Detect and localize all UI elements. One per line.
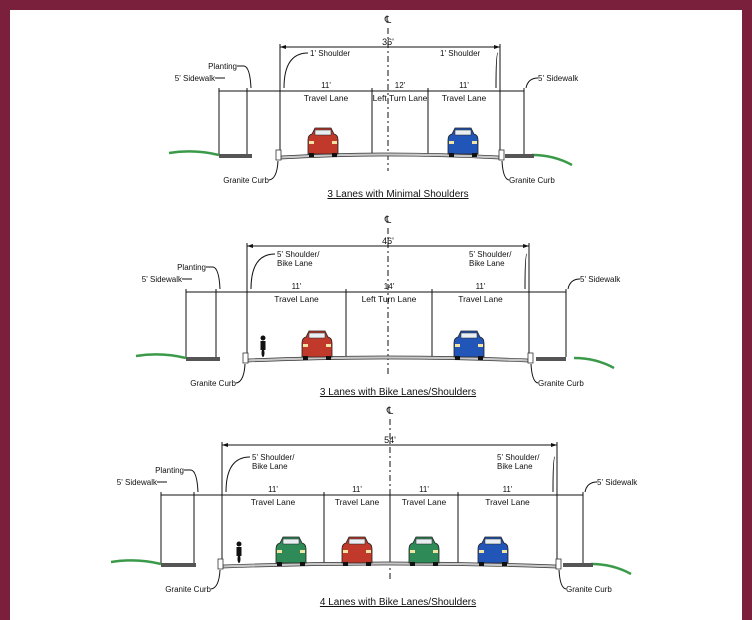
cyclist-icon [236, 541, 242, 563]
lane-label: Travel Lane [274, 294, 319, 304]
sidewalk-right [536, 357, 566, 361]
cyclist-icon [260, 335, 266, 357]
planting-label: Planting [208, 62, 237, 71]
car-blue [477, 536, 509, 566]
lane-label: Left Turn Lane [362, 294, 417, 304]
road-surface [247, 355, 529, 363]
cross-section-3: ℄ 54' 11' Travel Lane 11' Travel Lane 11' Trave… [110, 406, 638, 608]
lane-width-label: 11' [459, 81, 469, 90]
planting-label: Planting [155, 466, 184, 475]
sidewalk-left-label: 5' Sidewalk [175, 74, 216, 83]
total-width-label: 46' [382, 236, 394, 246]
curb-left [242, 352, 249, 364]
curb-left [275, 149, 282, 161]
lane-width-label: 11' [503, 485, 513, 494]
shoulder-left-label: 5' Shoulder/Bike Lane [277, 250, 320, 268]
curb-right [498, 149, 505, 161]
lane-width-label: 14' [384, 282, 395, 291]
car-red [307, 127, 339, 157]
centerline-symbol: ℄ [384, 15, 392, 26]
shoulder-left-label: 5' Shoulder/Bike Lane [252, 453, 295, 471]
sidewalk-left [186, 357, 220, 361]
lane-width-label: 11' [476, 282, 486, 291]
lane-width-label: 11' [419, 485, 429, 494]
lane-label: Travel Lane [458, 294, 503, 304]
grass-left [110, 559, 162, 566]
sidewalk-right [563, 563, 593, 567]
lane-label: Travel Lane [442, 93, 487, 103]
car-blue [453, 330, 485, 360]
cross-section-2: ℄ 46' 11' Travel Lane 14' Left Turn Lane 11' Tr… [135, 215, 621, 398]
grass-left [168, 150, 220, 157]
granite-curb-left-label: Granite Curb [223, 176, 269, 185]
car-red [341, 536, 373, 566]
car-green [275, 536, 307, 566]
section-title: 4 Lanes with Bike Lanes/Shoulders [320, 597, 476, 608]
sidewalk-left [219, 154, 252, 158]
sidewalk-right-label: 5' Sidewalk [580, 275, 621, 284]
grass-right [573, 356, 615, 370]
grass-left [135, 353, 187, 360]
total-width-label: 54' [384, 435, 396, 445]
shoulder-right-label: 5' Shoulder/Bike Lane [497, 453, 540, 471]
car-blue [447, 127, 479, 157]
granite-curb-right-label: Granite Curb [509, 176, 555, 185]
grass-right [531, 153, 573, 167]
planting-label: Planting [177, 263, 206, 272]
granite-curb-right-label: Granite Curb [566, 585, 612, 594]
sidewalk-left-label: 5' Sidewalk [117, 478, 158, 487]
section-title: 3 Lanes with Minimal Shoulders [327, 189, 468, 200]
shoulder-left-label: 1' Shoulder [310, 49, 351, 58]
section-title: 3 Lanes with Bike Lanes/Shoulders [320, 387, 476, 398]
sidewalk-right-label: 5' Sidewalk [597, 478, 638, 487]
shoulder-right-label: 1' Shoulder [440, 49, 481, 58]
total-width-label: 36' [382, 37, 394, 47]
lane-width-label: 11' [268, 485, 278, 494]
centerline-symbol: ℄ [384, 215, 392, 226]
granite-curb-right-label: Granite Curb [538, 379, 584, 388]
cross-section-1: ℄ 36' 11' Travel Lane 12' Left Turn Lane 11' Tr… [168, 15, 579, 200]
lane-width-label: 11' [352, 485, 362, 494]
border-strip [742, 0, 752, 620]
lane-label: Travel Lane [335, 497, 380, 507]
curb-left [217, 558, 224, 570]
lane-width-label: 11' [321, 81, 331, 90]
granite-curb-left-label: Granite Curb [190, 379, 236, 388]
grass-right [590, 562, 632, 576]
lane-label: Left Turn Lane [373, 93, 428, 103]
lane-label: Travel Lane [304, 93, 349, 103]
lane-label: Travel Lane [251, 497, 296, 507]
sidewalk-left-label: 5' Sidewalk [142, 275, 183, 284]
lane-width-label: 11' [292, 282, 302, 291]
curb-right [555, 558, 562, 570]
lane-label: Travel Lane [402, 497, 447, 507]
sidewalk-left [161, 563, 196, 567]
centerline-symbol: ℄ [386, 406, 394, 417]
car-red [301, 330, 333, 360]
curb-right [527, 352, 534, 364]
lane-width-label: 12' [395, 81, 406, 90]
sidewalk-right [505, 154, 534, 158]
lane-label: Travel Lane [485, 497, 530, 507]
car-green [408, 536, 440, 566]
shoulder-right-label: 5' Shoulder/Bike Lane [469, 250, 512, 268]
diagram-frame [10, 10, 742, 620]
sidewalk-right-label: 5' Sidewalk [538, 74, 579, 83]
granite-curb-left-label: Granite Curb [165, 585, 211, 594]
